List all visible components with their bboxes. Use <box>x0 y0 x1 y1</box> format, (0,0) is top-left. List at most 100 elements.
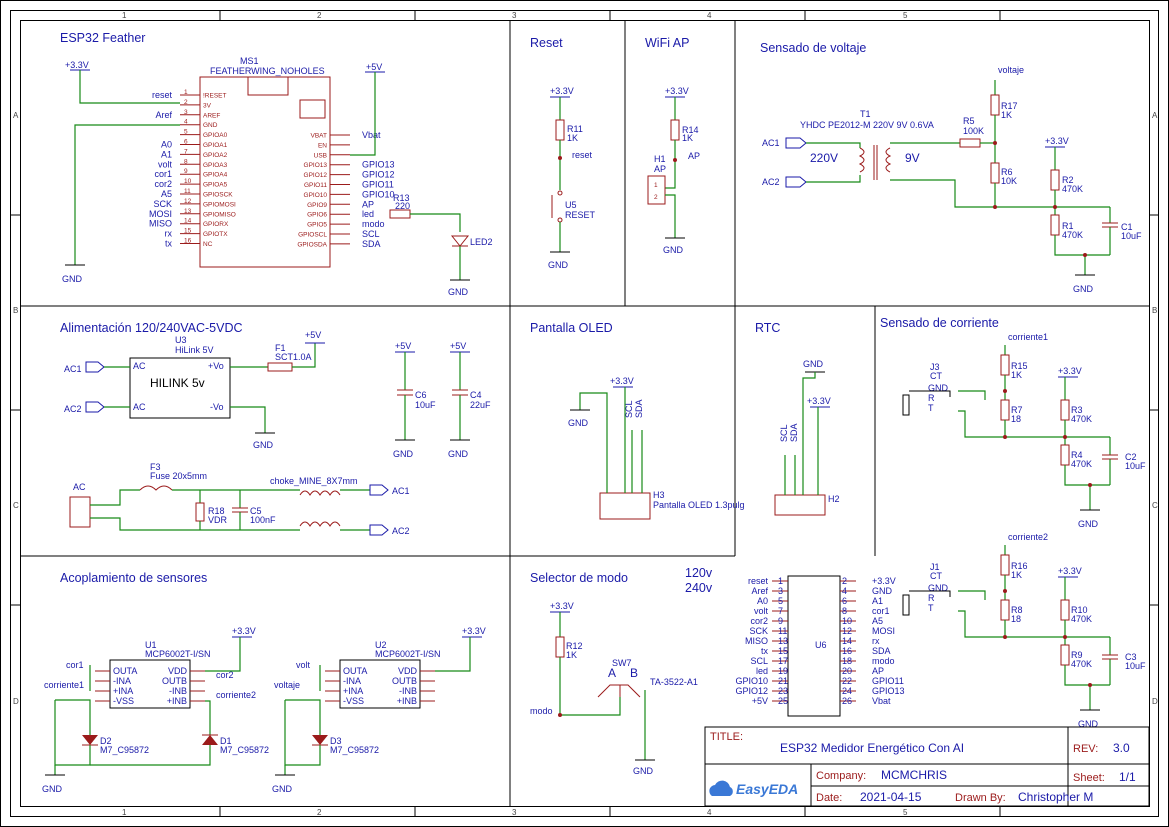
u6-right-pin-num: 10 <box>842 616 852 626</box>
u6-left-net: tx <box>761 646 769 656</box>
u6-right-net: cor1 <box>872 606 890 616</box>
u3-ref: U3 <box>175 335 187 345</box>
ms1-pin-label: GPIO11 <box>304 182 327 189</box>
ruler-col: 1 <box>122 11 127 20</box>
ct-jack-gnd: GND <box>928 383 949 393</box>
ruler-col: 4 <box>707 808 712 817</box>
ms1-left-net: tx <box>165 239 173 249</box>
reset-gnd: GND <box>548 260 569 270</box>
secondary-voltage: 9V <box>905 151 920 165</box>
h3-ref: H3 <box>653 490 665 500</box>
r17-ref: R17 <box>1001 101 1018 111</box>
ps-gnd: GND <box>253 440 274 450</box>
ms1-pin-label: GPIOSCL <box>298 232 327 239</box>
diode-ref: D1 <box>220 736 232 746</box>
ms1-left-net: cor1 <box>154 169 172 179</box>
vs-gnd: GND <box>1073 284 1094 294</box>
opamp-net-out: cor1 <box>66 660 84 670</box>
ms1-pin-label: GPIO13 <box>304 162 328 169</box>
u6-left-net: +5V <box>752 696 768 706</box>
ct-jack-value: CT <box>930 371 942 381</box>
vs-ac2: AC2 <box>762 177 780 187</box>
ps-ac2: AC2 <box>64 404 82 414</box>
opamp-left-pin: -VSS <box>113 696 134 706</box>
ct-cap-ref: C2 <box>1125 452 1137 462</box>
ct-jack-t: T <box>928 603 934 613</box>
r5-ref: R5 <box>963 116 975 126</box>
easyeda-logo-icon <box>709 780 733 796</box>
ms1-right-net: AP <box>362 199 374 209</box>
u5-ref: U5 <box>565 200 577 210</box>
f1-ref: F1 <box>275 343 286 353</box>
r2-value: 470K <box>1062 184 1083 194</box>
u6-left-net: cor2 <box>750 616 768 626</box>
ct-jack-t: T <box>928 403 934 413</box>
ms1-pin-label: 3V <box>203 102 212 109</box>
ct-cap-value: 10uF <box>1125 661 1146 671</box>
ct-jack-value: CT <box>930 571 942 581</box>
ms1-pin-num: 8 <box>184 158 188 165</box>
ms1-left-net: SCK <box>153 199 172 209</box>
u6-right-pin-num: 24 <box>842 686 852 696</box>
ms1-part: FEATHERWING_NOHOLES <box>210 66 325 76</box>
sw7-value: TA-3522-A1 <box>650 677 698 687</box>
ms1-pin-num: 12 <box>184 198 192 205</box>
ms1-left-net: cor2 <box>154 179 172 189</box>
opamp-net-in: voltaje <box>274 680 300 690</box>
ruler-row: A <box>1152 111 1158 120</box>
diode-value: M7_C95872 <box>100 745 149 755</box>
diode-ref: D2 <box>100 736 112 746</box>
rtc-sda: SDA <box>789 423 799 442</box>
u3-pin-vo: +Vo <box>208 361 224 371</box>
section-power-title: Alimentación 120/240VAC-5VDC <box>60 321 243 335</box>
opamp-right-pin: -INB <box>169 686 187 696</box>
ms1-right-net: GPIO12 <box>362 170 395 180</box>
opamp-net-out: volt <box>296 660 311 670</box>
u6-left-pin-num: 19 <box>778 666 788 676</box>
rtc-gnd: GND <box>803 359 824 369</box>
esp32-vcc-label: +3.3V <box>65 60 89 70</box>
ms1-pin-label: GPIOSCK <box>203 192 233 199</box>
opamp-net-in: corriente1 <box>44 680 84 690</box>
opamp-net-outb: cor2 <box>216 670 234 680</box>
rtc-scl: SCL <box>779 424 789 442</box>
u6-right-pin-num: 22 <box>842 676 852 686</box>
ct-bias-top-ref: R3 <box>1071 405 1083 415</box>
section-current-title: Sensado de corriente <box>880 316 999 330</box>
ct-bias-top-ref: R10 <box>1071 605 1088 615</box>
ruler-col: 4 <box>707 11 712 20</box>
ms1-pin-num: 3 <box>184 109 188 116</box>
u6-left-net: volt <box>754 606 769 616</box>
wifi-block: +3.3V R14 1K AP H1 AP 12 GND <box>647 86 700 255</box>
wifi-gnd: GND <box>663 245 684 255</box>
ms1-pin-label: GPIOTX <box>203 231 228 238</box>
section-reset-title: Reset <box>530 36 563 50</box>
ms1-right-net: GPIO11 <box>362 180 394 190</box>
opamp-net-inb: corriente2 <box>216 690 256 700</box>
c4-gnd: GND <box>448 449 469 459</box>
ms1-pin-label: AREF <box>203 112 220 119</box>
c1-value: 10uF <box>1121 231 1142 241</box>
opamp-right-pin: -INB <box>399 686 417 696</box>
ruler-col: 1 <box>122 808 127 817</box>
c6-5v: +5V <box>395 341 411 351</box>
coupling-gnd: GND <box>272 784 293 794</box>
sw7-ref: SW7 <box>612 658 632 668</box>
u6-left-pin-num: 1 <box>778 576 783 586</box>
opamp-value: MCP6002T-I/SN <box>375 649 441 659</box>
ms1-pin-num: 5 <box>184 129 188 136</box>
opamp-left-pin: OUTA <box>343 666 367 676</box>
ms1-pin-label: GPIO10 <box>304 192 328 199</box>
ct-bias-bot-ref: R9 <box>1071 650 1083 660</box>
ms1-pin-num: 13 <box>184 208 192 215</box>
ms1-pin-label: GPIOA5 <box>203 182 228 189</box>
ms1-left-net: rx <box>165 229 173 239</box>
ms1-pin-num: 9 <box>184 168 188 175</box>
u6-left-pin-num: 25 <box>778 696 788 706</box>
r18-ref: R18 <box>208 506 225 516</box>
u6-left-pin-num: 13 <box>778 636 788 646</box>
ct-gnd: GND <box>1078 719 1099 729</box>
mode-block: +3.3V R12 1K modo SW7 TA-3522-A1 A B GND <box>530 601 698 776</box>
opamp-left-pin: -INA <box>113 676 131 686</box>
oled-vcc: +3.3V <box>610 376 634 386</box>
